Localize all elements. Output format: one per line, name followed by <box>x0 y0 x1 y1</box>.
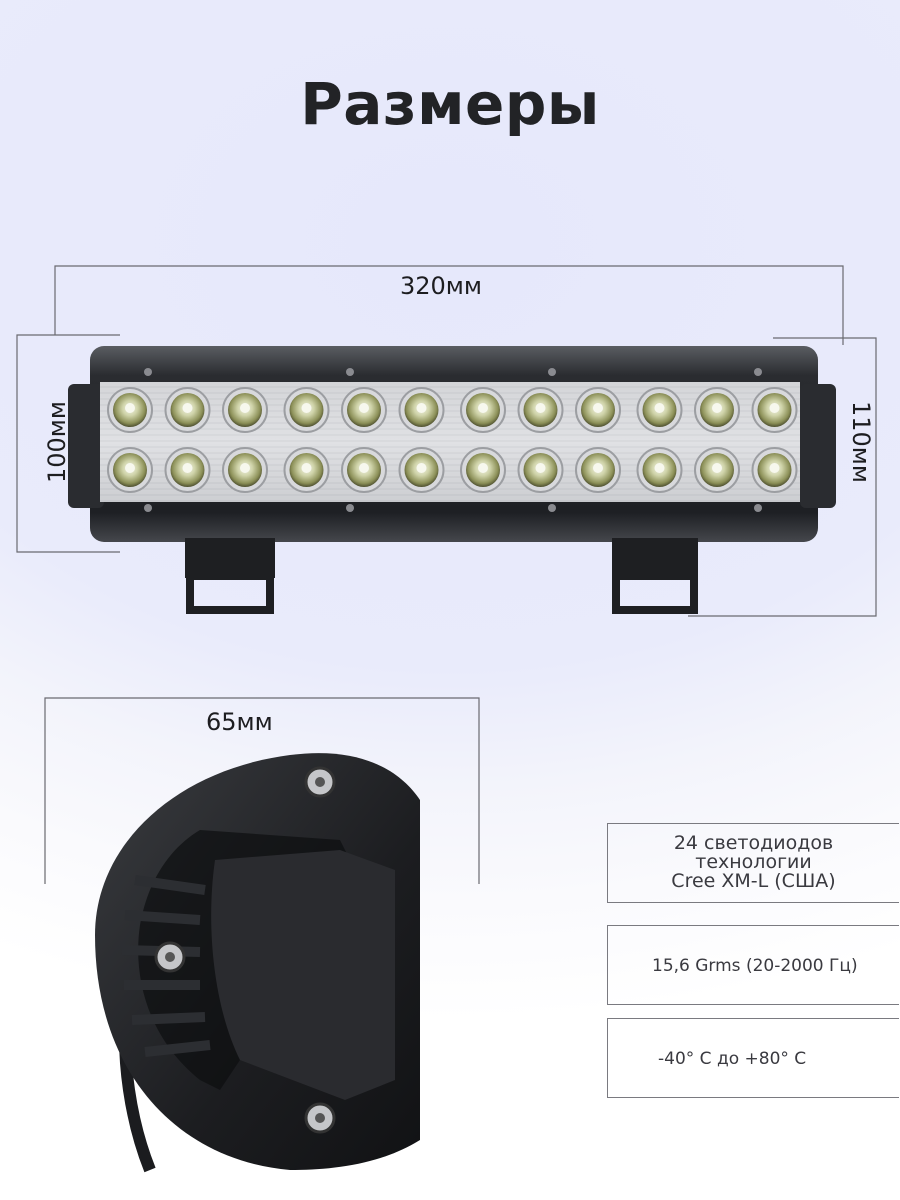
led-core <box>359 403 369 413</box>
light-bar-front <box>68 346 836 614</box>
led-core <box>593 463 603 473</box>
dimension-length-label: 320мм <box>400 272 483 300</box>
led-core <box>478 463 488 473</box>
led-core <box>301 403 312 413</box>
led-core <box>359 463 369 473</box>
dimension-height-left-label: 100мм <box>43 400 71 484</box>
led-core <box>712 463 722 473</box>
spec-vibration: 15,6 Grms (20-2000 Гц) <box>607 925 899 1005</box>
led-core <box>182 403 193 413</box>
led-core <box>593 403 603 413</box>
page-title: Размеры <box>300 70 600 138</box>
spec-temperature: -40° C до +80° C <box>607 1018 899 1098</box>
led-core <box>654 463 665 473</box>
spec-line: 24 светодиодов <box>673 832 834 854</box>
dimension-lines <box>16 265 877 884</box>
led-core <box>240 403 250 413</box>
dimension-depth-label: 65мм <box>206 708 273 736</box>
led-core <box>478 403 488 413</box>
light-bar-side-view <box>95 753 420 1173</box>
led-core <box>416 463 427 473</box>
spec-line: Cree XM-L (США) <box>671 870 836 892</box>
led-core <box>301 463 312 473</box>
led-core <box>125 403 135 413</box>
led-core <box>769 463 780 473</box>
led-core <box>240 463 250 473</box>
led-core <box>125 463 135 473</box>
led-core <box>654 403 665 413</box>
spec-line: технологии <box>695 851 812 873</box>
led-core <box>182 463 193 473</box>
led-core <box>535 403 546 413</box>
led-core <box>416 403 427 413</box>
led-core <box>712 403 722 413</box>
spec-led-technology: 24 светодиодов технологии Cree XM-L (США… <box>607 823 899 903</box>
led-core <box>535 463 546 473</box>
led-core <box>769 403 780 413</box>
dimension-height-right-label: 110мм <box>847 400 875 484</box>
